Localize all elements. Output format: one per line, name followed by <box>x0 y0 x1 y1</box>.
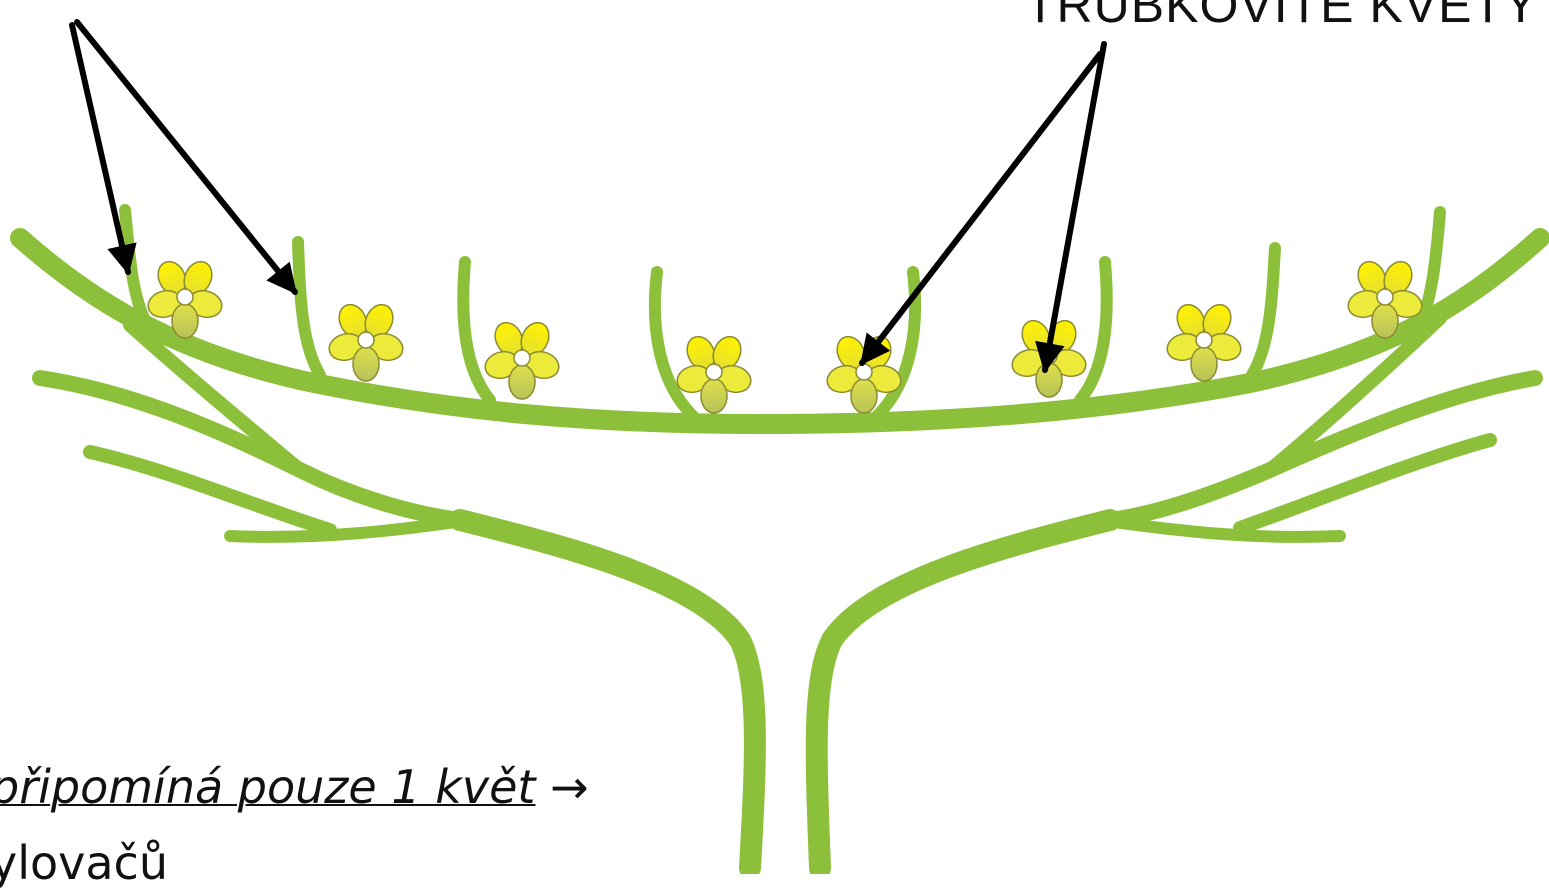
arrow-icon <box>72 25 128 272</box>
arrow-icon <box>77 22 295 292</box>
main-stalk-right <box>817 520 1110 868</box>
label-tubular-flowers: TRUBKOVITÉ KVĚTY <box>1025 0 1538 34</box>
pointer-arrows <box>72 22 1104 370</box>
arrow-icon <box>862 54 1100 363</box>
caption-underlined-text: připomíná pouze 1 květ <box>0 760 535 814</box>
flower-icon <box>482 318 562 399</box>
pedicel-2 <box>298 242 320 375</box>
pedicel-7 <box>1252 248 1275 375</box>
pedicel-6 <box>1080 262 1107 400</box>
flower-icon <box>326 300 406 381</box>
flower-icon <box>1164 300 1244 381</box>
caption-line-1: připomíná pouze 1 květ → <box>0 760 589 814</box>
crossbar <box>20 238 1540 424</box>
branch-right-3 <box>1240 440 1490 528</box>
branch-right-1 <box>1270 318 1440 470</box>
right-arrow-icon: → <box>550 760 589 814</box>
branch-right-4 <box>1100 520 1340 537</box>
branch-left-4 <box>230 520 470 537</box>
arrow-icon <box>1045 44 1104 370</box>
main-stalk-left <box>460 520 755 868</box>
caption-line-2: ylovačů <box>0 836 168 890</box>
pedicel-3 <box>463 262 490 400</box>
